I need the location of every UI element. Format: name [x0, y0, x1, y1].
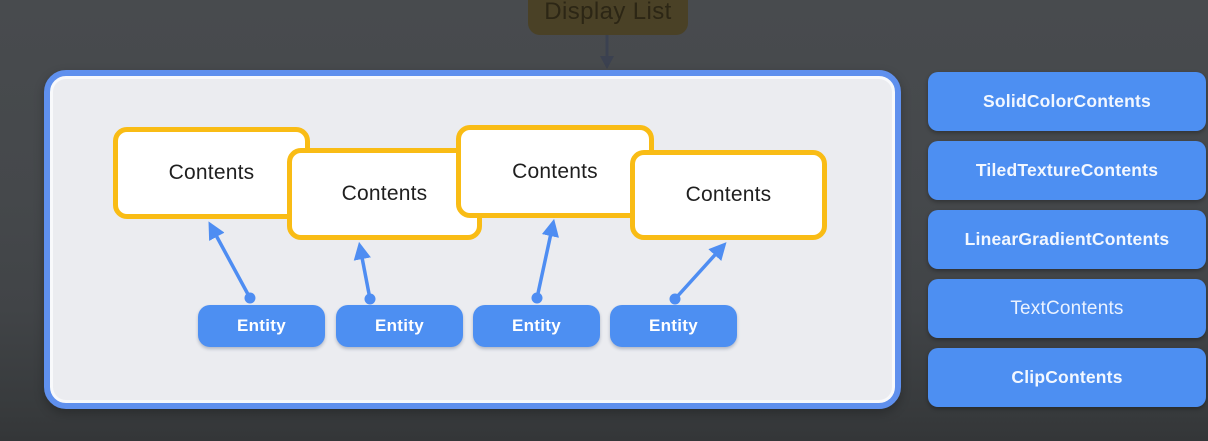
arrow-entity-1 — [208, 221, 252, 299]
entity-label: Entity — [511, 316, 562, 335]
arrow-dot-4 — [669, 293, 681, 305]
sidebar-item-clipcontents: ClipContents — [928, 348, 1206, 407]
contents-node-4: Contents — [630, 150, 827, 240]
sidebar-item-label: LinearGradientContents — [964, 229, 1170, 249]
entity-label: Entity — [648, 316, 699, 335]
sidebar-item-label: ClipContents — [1011, 367, 1123, 387]
entity-label: Entity — [236, 316, 287, 335]
entity-node-4: Entity — [610, 305, 737, 347]
contents-label: Contents — [341, 182, 428, 205]
contents-label: Contents — [512, 159, 598, 183]
sidebar-item-solidcolorcontents: SolidColorContents — [928, 72, 1206, 131]
sidebar-item-textcontents: TextContents — [928, 279, 1206, 338]
display-list-node: Display List — [528, 0, 688, 35]
display-list-label: Display List — [544, 0, 672, 25]
contents-label: Contents — [168, 161, 255, 184]
contents-label: Contents — [685, 183, 772, 206]
arrow-dot-2 — [364, 293, 376, 305]
down-arrow-icon — [600, 35, 614, 69]
sidebar-item-label: TiledTextureContents — [975, 160, 1159, 180]
contents-node-1: Contents — [113, 127, 310, 219]
entity-node-2: Entity — [336, 305, 463, 347]
arrow-entity-3 — [535, 218, 559, 299]
sidebar-item-label: TextContents — [1010, 297, 1124, 319]
sidebar-item-tiledtexturecontents: TiledTextureContents — [928, 141, 1206, 200]
entity-node-1: Entity — [198, 305, 325, 347]
arrow-entity-2 — [353, 241, 372, 300]
entity-label: Entity — [374, 316, 425, 335]
arrow-dot-1 — [244, 292, 256, 304]
contents-node-2: Contents — [287, 148, 482, 240]
arrow-dot-3 — [531, 292, 543, 304]
contents-type-list: SolidColorContents TiledTextureContents … — [928, 72, 1206, 407]
entity-node-3: Entity — [473, 305, 600, 347]
sidebar-item-label: SolidColorContents — [983, 91, 1151, 111]
contents-canvas: Contents Contents Contents Contents — [44, 70, 901, 409]
sidebar-item-lineargradientcontents: LinearGradientContents — [928, 210, 1206, 269]
arrow-entity-4 — [673, 242, 727, 301]
contents-node-3: Contents — [456, 125, 654, 218]
